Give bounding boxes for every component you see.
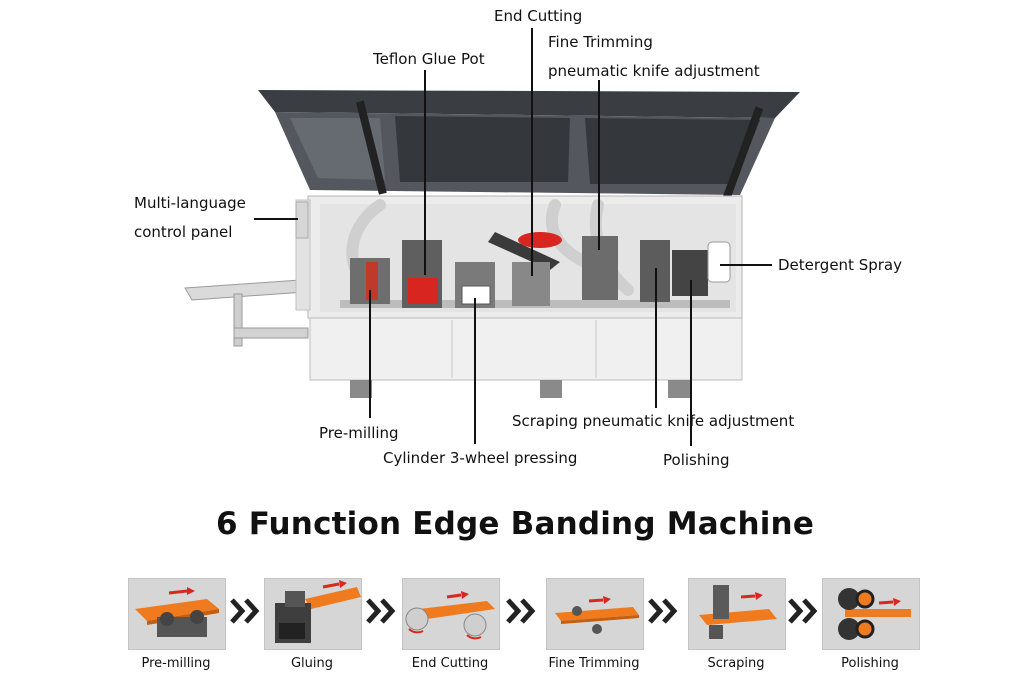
step-pre-milling bbox=[128, 578, 226, 650]
machine-illustration bbox=[184, 90, 800, 398]
leader-cylinder bbox=[474, 298, 476, 444]
leader-end-cutting bbox=[531, 28, 533, 276]
side-support-table bbox=[184, 279, 309, 347]
label-control-panel-line1: Multi-language bbox=[134, 194, 246, 212]
step-label-pre-milling: Pre-milling bbox=[141, 656, 211, 671]
leader-glue-pot bbox=[424, 70, 426, 275]
leader-pre-milling bbox=[369, 290, 371, 418]
step-polishing bbox=[822, 578, 920, 650]
leader-scraping bbox=[655, 268, 657, 408]
label-cylinder-pressing: Cylinder 3-wheel pressing bbox=[383, 449, 578, 467]
chevron-right-icon bbox=[788, 598, 818, 624]
chevron-right-icon bbox=[648, 598, 678, 624]
page-title: 6 Function Edge Banding Machine bbox=[215, 506, 815, 542]
label-teflon-glue-pot: Teflon Glue Pot bbox=[373, 50, 485, 68]
leader-control-panel bbox=[254, 218, 298, 220]
polishing-icon bbox=[838, 588, 911, 640]
step-label-end-cutting: End Cutting bbox=[411, 656, 489, 671]
gluing-icon bbox=[275, 580, 361, 643]
leader-polishing bbox=[690, 280, 692, 446]
leader-fine-trimming bbox=[598, 80, 600, 250]
label-scraping-knife: Scraping pneumatic knife adjustment bbox=[512, 412, 795, 430]
fine-trimming-icon bbox=[555, 596, 639, 634]
step-gluing bbox=[264, 578, 362, 650]
label-polishing: Polishing bbox=[663, 451, 730, 469]
chevron-right-icon bbox=[366, 598, 396, 624]
chevron-right-icon bbox=[230, 598, 260, 624]
label-pneumatic-knife: pneumatic knife adjustment bbox=[548, 62, 760, 80]
step-label-scraping: Scraping bbox=[707, 656, 765, 671]
label-detergent-spray: Detergent Spray bbox=[778, 256, 902, 274]
control-panel bbox=[295, 201, 309, 239]
chevron-right-icon bbox=[506, 598, 536, 624]
end-cutting-icon bbox=[405, 591, 495, 640]
open-top-cover bbox=[258, 90, 800, 199]
label-control-panel-line2: control panel bbox=[134, 223, 233, 241]
step-fine-trimming bbox=[546, 578, 644, 650]
step-scraping bbox=[688, 578, 786, 650]
label-fine-trimming: Fine Trimming bbox=[548, 33, 653, 51]
step-label-gluing: Gluing bbox=[290, 656, 334, 671]
leader-detergent bbox=[720, 264, 772, 266]
step-end-cutting bbox=[402, 578, 500, 650]
label-end-cutting: End Cutting bbox=[494, 7, 583, 25]
pre-milling-icon bbox=[135, 587, 219, 637]
step-label-fine-trimming: Fine Trimming bbox=[548, 656, 640, 671]
scraping-icon bbox=[699, 585, 777, 639]
step-label-polishing: Polishing bbox=[841, 656, 899, 671]
label-pre-milling: Pre-milling bbox=[319, 424, 399, 442]
